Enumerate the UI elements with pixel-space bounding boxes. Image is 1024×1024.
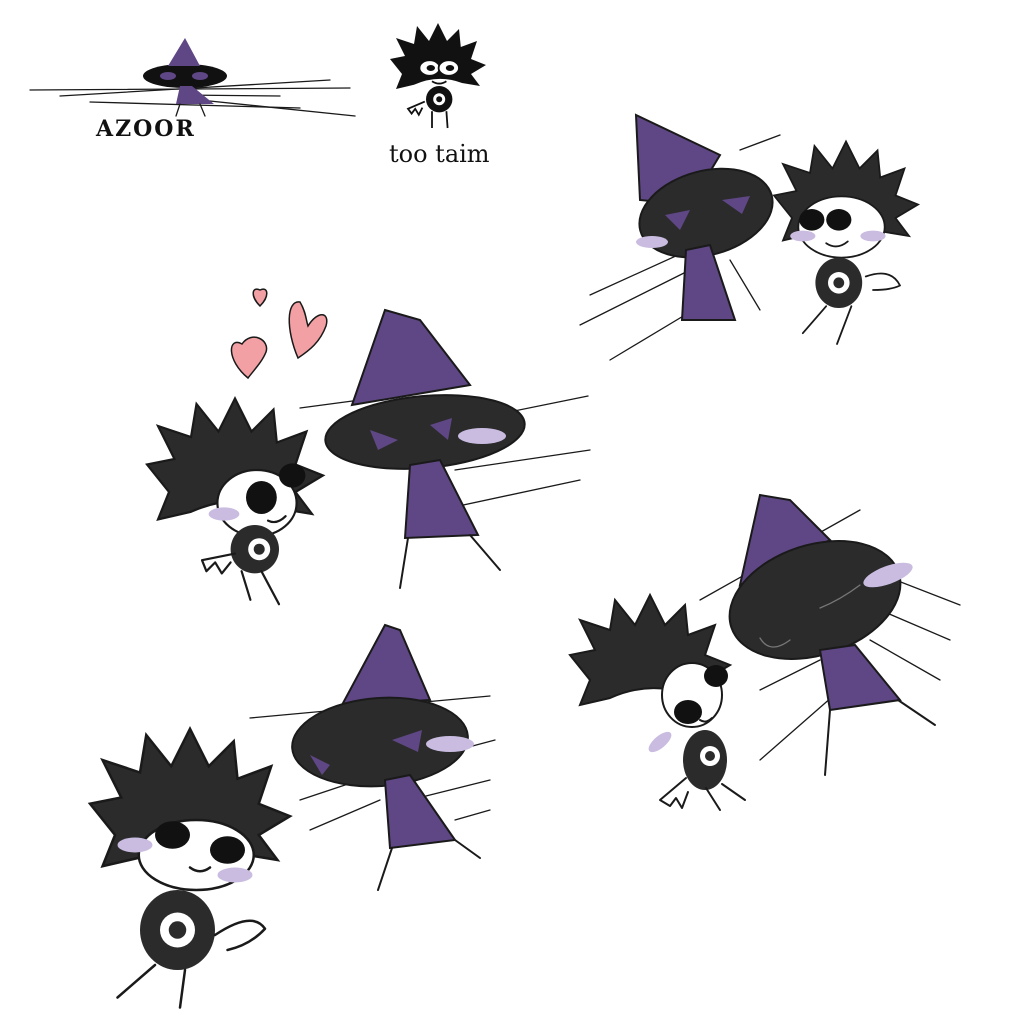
heart-icon: [252, 288, 268, 308]
heart-icon: [288, 301, 328, 360]
witch-hat-fly-icon: [29, 38, 356, 117]
heart-icon: [230, 336, 268, 380]
panel-middle-left: [145, 288, 591, 606]
couple-kiss-icon: [569, 493, 961, 811]
azoor-label: AZOOR: [96, 116, 196, 142]
too-taim-label: too taim: [389, 140, 490, 168]
too-taim-reference-sketch: [390, 22, 486, 129]
panel-middle-right: [569, 493, 961, 811]
couple-with-hearts-icon: [145, 288, 591, 606]
panel-top-right: [579, 113, 919, 361]
couple-cheek-to-cheek-icon: [579, 113, 919, 361]
panel-bottom-left: [88, 623, 496, 1009]
azoor-reference-sketch: [29, 38, 356, 117]
couple-smiling-icon: [88, 623, 496, 1009]
spiky-hair-kid-icon: [390, 22, 486, 129]
